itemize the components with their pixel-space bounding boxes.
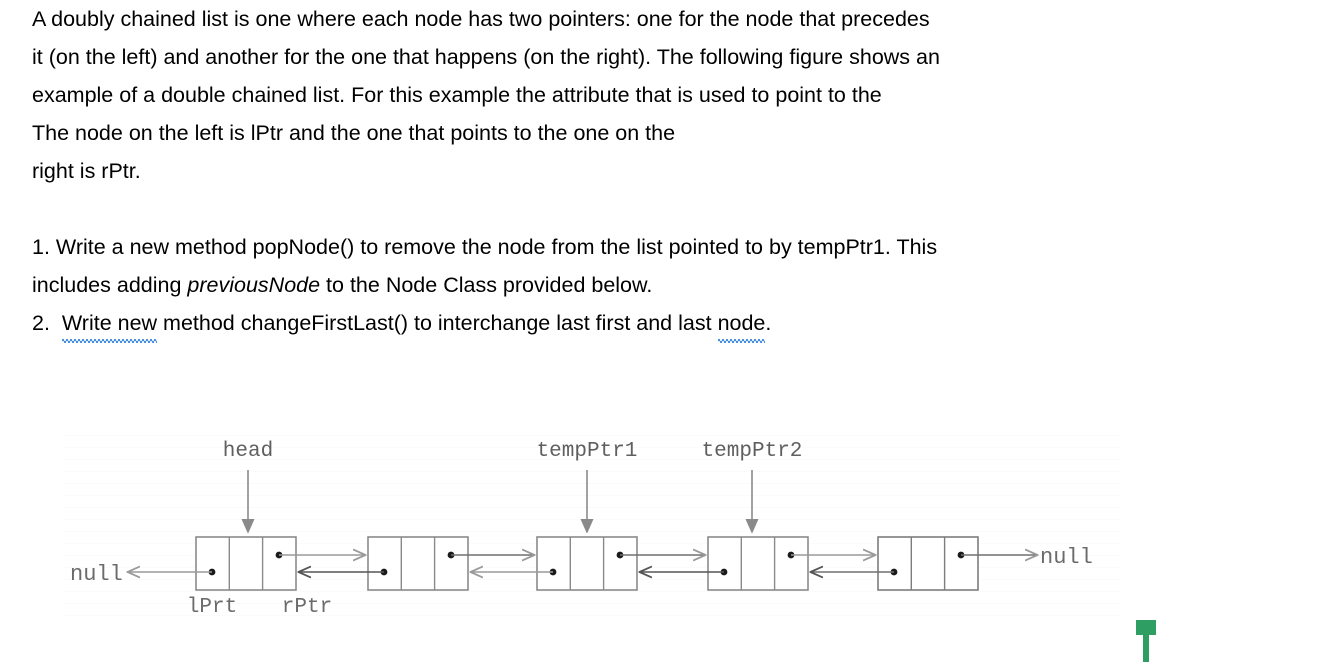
previous-node-emphasis: previousNode	[187, 273, 321, 297]
caret-cap	[1136, 620, 1156, 635]
task-item-2-gap	[50, 311, 62, 335]
task-item-2-text-end: .	[765, 311, 772, 335]
list-node	[707, 536, 809, 591]
task-item-1-text-c: to the Node Class provided below.	[320, 273, 653, 297]
list-node	[536, 536, 638, 591]
task-item-2-text-mid: method changeFirstLast() to interchange …	[157, 311, 718, 335]
task-item-1: 1. Write a new method popNode() to remov…	[32, 228, 1302, 304]
task-item-2-number: 2.	[32, 311, 50, 335]
pointer-label-tempptr1: tempPtr1	[537, 440, 638, 463]
text-caret-cursor[interactable]	[1136, 620, 1156, 662]
task-item-1-number: 1.	[32, 235, 50, 259]
caret-stem	[1143, 633, 1149, 662]
task-item-1-line-2: includes adding previousNode to the Node…	[32, 266, 1302, 304]
intro-paragraph: A doubly chained list is one where each …	[32, 0, 1302, 190]
task-item-1-text-a: Write a new method popNode() to remove t…	[49, 235, 938, 259]
paragraph-line: it (on the left) and another for the one…	[32, 45, 940, 69]
doubly-linked-list-figure: head tempPtr1 tempPtr2 lPrt rPtr null nu…	[62, 424, 1122, 624]
null-label-left: null	[70, 562, 123, 587]
spellcheck-misspelling: node	[717, 304, 765, 343]
paragraph-spacer	[32, 190, 1302, 228]
document-body: A doubly chained list is one where each …	[32, 0, 1302, 343]
task-item-1-text-b: includes adding	[32, 273, 188, 297]
list-node	[877, 536, 979, 591]
paragraph-line: right is rPtr.	[32, 159, 141, 183]
task-item-2: 2. Write new method changeFirstLast() to…	[32, 304, 1302, 343]
paragraph-line: A doubly chained list is one where each …	[32, 7, 930, 31]
list-node	[367, 536, 469, 591]
cell-label-rptr: rPtr	[282, 596, 332, 619]
list-node	[195, 536, 297, 591]
task-item-1-line-1: 1. Write a new method popNode() to remov…	[32, 228, 1302, 266]
paragraph-line: example of a double chained list. For th…	[32, 83, 882, 107]
cell-label-lprt: lPrt	[187, 596, 237, 619]
null-label-right: null	[1040, 545, 1093, 570]
doubly-linked-list-svg: head tempPtr1 tempPtr2 lPrt rPtr null nu…	[70, 440, 1093, 619]
pointer-label-tempptr2: tempPtr2	[702, 440, 803, 463]
pointer-label-head: head	[223, 440, 273, 463]
paragraph-line: The node on the left is lPtr and the one…	[32, 121, 676, 145]
spellcheck-misspelling: Write new	[61, 304, 158, 343]
task-item-2-line-1: 2. Write new method changeFirstLast() to…	[32, 304, 1302, 343]
